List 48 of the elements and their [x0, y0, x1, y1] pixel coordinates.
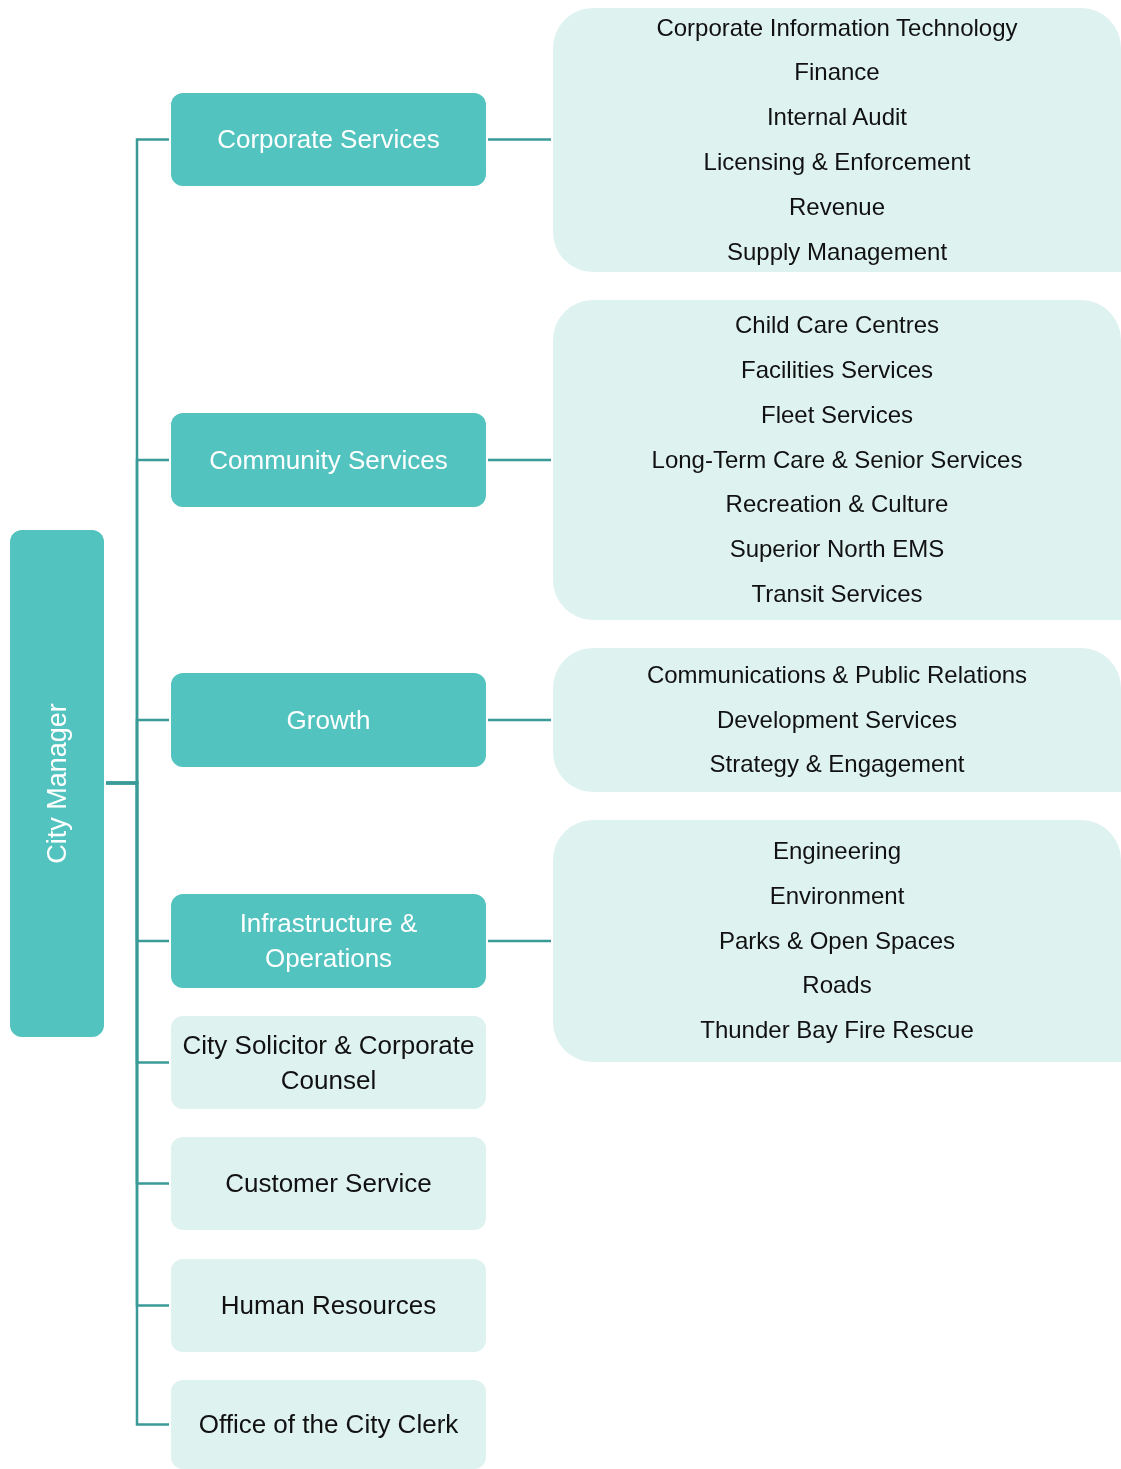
division-list-box [553, 8, 1121, 272]
division-name: Recreation & Culture [725, 489, 949, 520]
department-box [171, 673, 486, 767]
department-box [171, 894, 486, 988]
department-box [171, 93, 486, 186]
division-name: Communications & Public Relations [646, 659, 1028, 690]
division-name: Long-Term Care & Senior Services [651, 444, 1023, 475]
department-name: Human Resources [219, 1289, 438, 1322]
connector-line [488, 138, 551, 141]
department-box [171, 1016, 486, 1109]
manager-title: City Manager [41, 703, 73, 864]
division-name: Revenue [788, 191, 886, 222]
division-name: Environment [769, 880, 905, 911]
department-box [171, 1380, 486, 1469]
department-name: Growth [285, 703, 372, 737]
department-name: Infrastructure & Operations [238, 907, 419, 975]
division-name: Transit Services [751, 579, 923, 609]
division-list-box [553, 820, 1121, 1062]
division-name: Internal Audit [766, 102, 908, 133]
department-box [171, 413, 486, 507]
department-name: City Solicitor & Corporate Counsel [181, 1028, 476, 1097]
department-name: Office of the City Clerk [197, 1408, 460, 1441]
connector-line [488, 718, 551, 722]
division-name: Parks & Open Spaces [718, 925, 956, 956]
department-box [171, 1137, 486, 1230]
division-name: Superior North EMS [729, 534, 945, 565]
division-name: Child Care Centres [734, 310, 940, 341]
division-name: Engineering [772, 836, 902, 866]
department-name: Corporate Services [216, 123, 441, 156]
manager-box [10, 530, 104, 1037]
division-name: Licensing & Enforcement [703, 147, 971, 177]
division-name: Thunder Bay Fire Rescue [700, 1015, 974, 1046]
department-name: Customer Service [224, 1167, 433, 1200]
division-name: Strategy & Engagement [709, 749, 965, 780]
division-name: Fleet Services [760, 399, 914, 430]
connector-line [488, 939, 551, 943]
department-box [171, 1259, 486, 1352]
division-name: Corporate Information Technology [656, 12, 1018, 43]
division-name: Facilities Services [740, 355, 933, 385]
division-list-box [553, 648, 1121, 792]
division-name: Roads [802, 970, 872, 1001]
division-list-box [553, 300, 1121, 620]
division-name: Finance [794, 57, 880, 88]
connector-line [106, 781, 169, 1426]
division-name: Development Services [716, 704, 958, 735]
connector-line [488, 458, 551, 462]
division-name: Supply Management [726, 236, 948, 267]
department-name: Community Services [208, 443, 449, 477]
